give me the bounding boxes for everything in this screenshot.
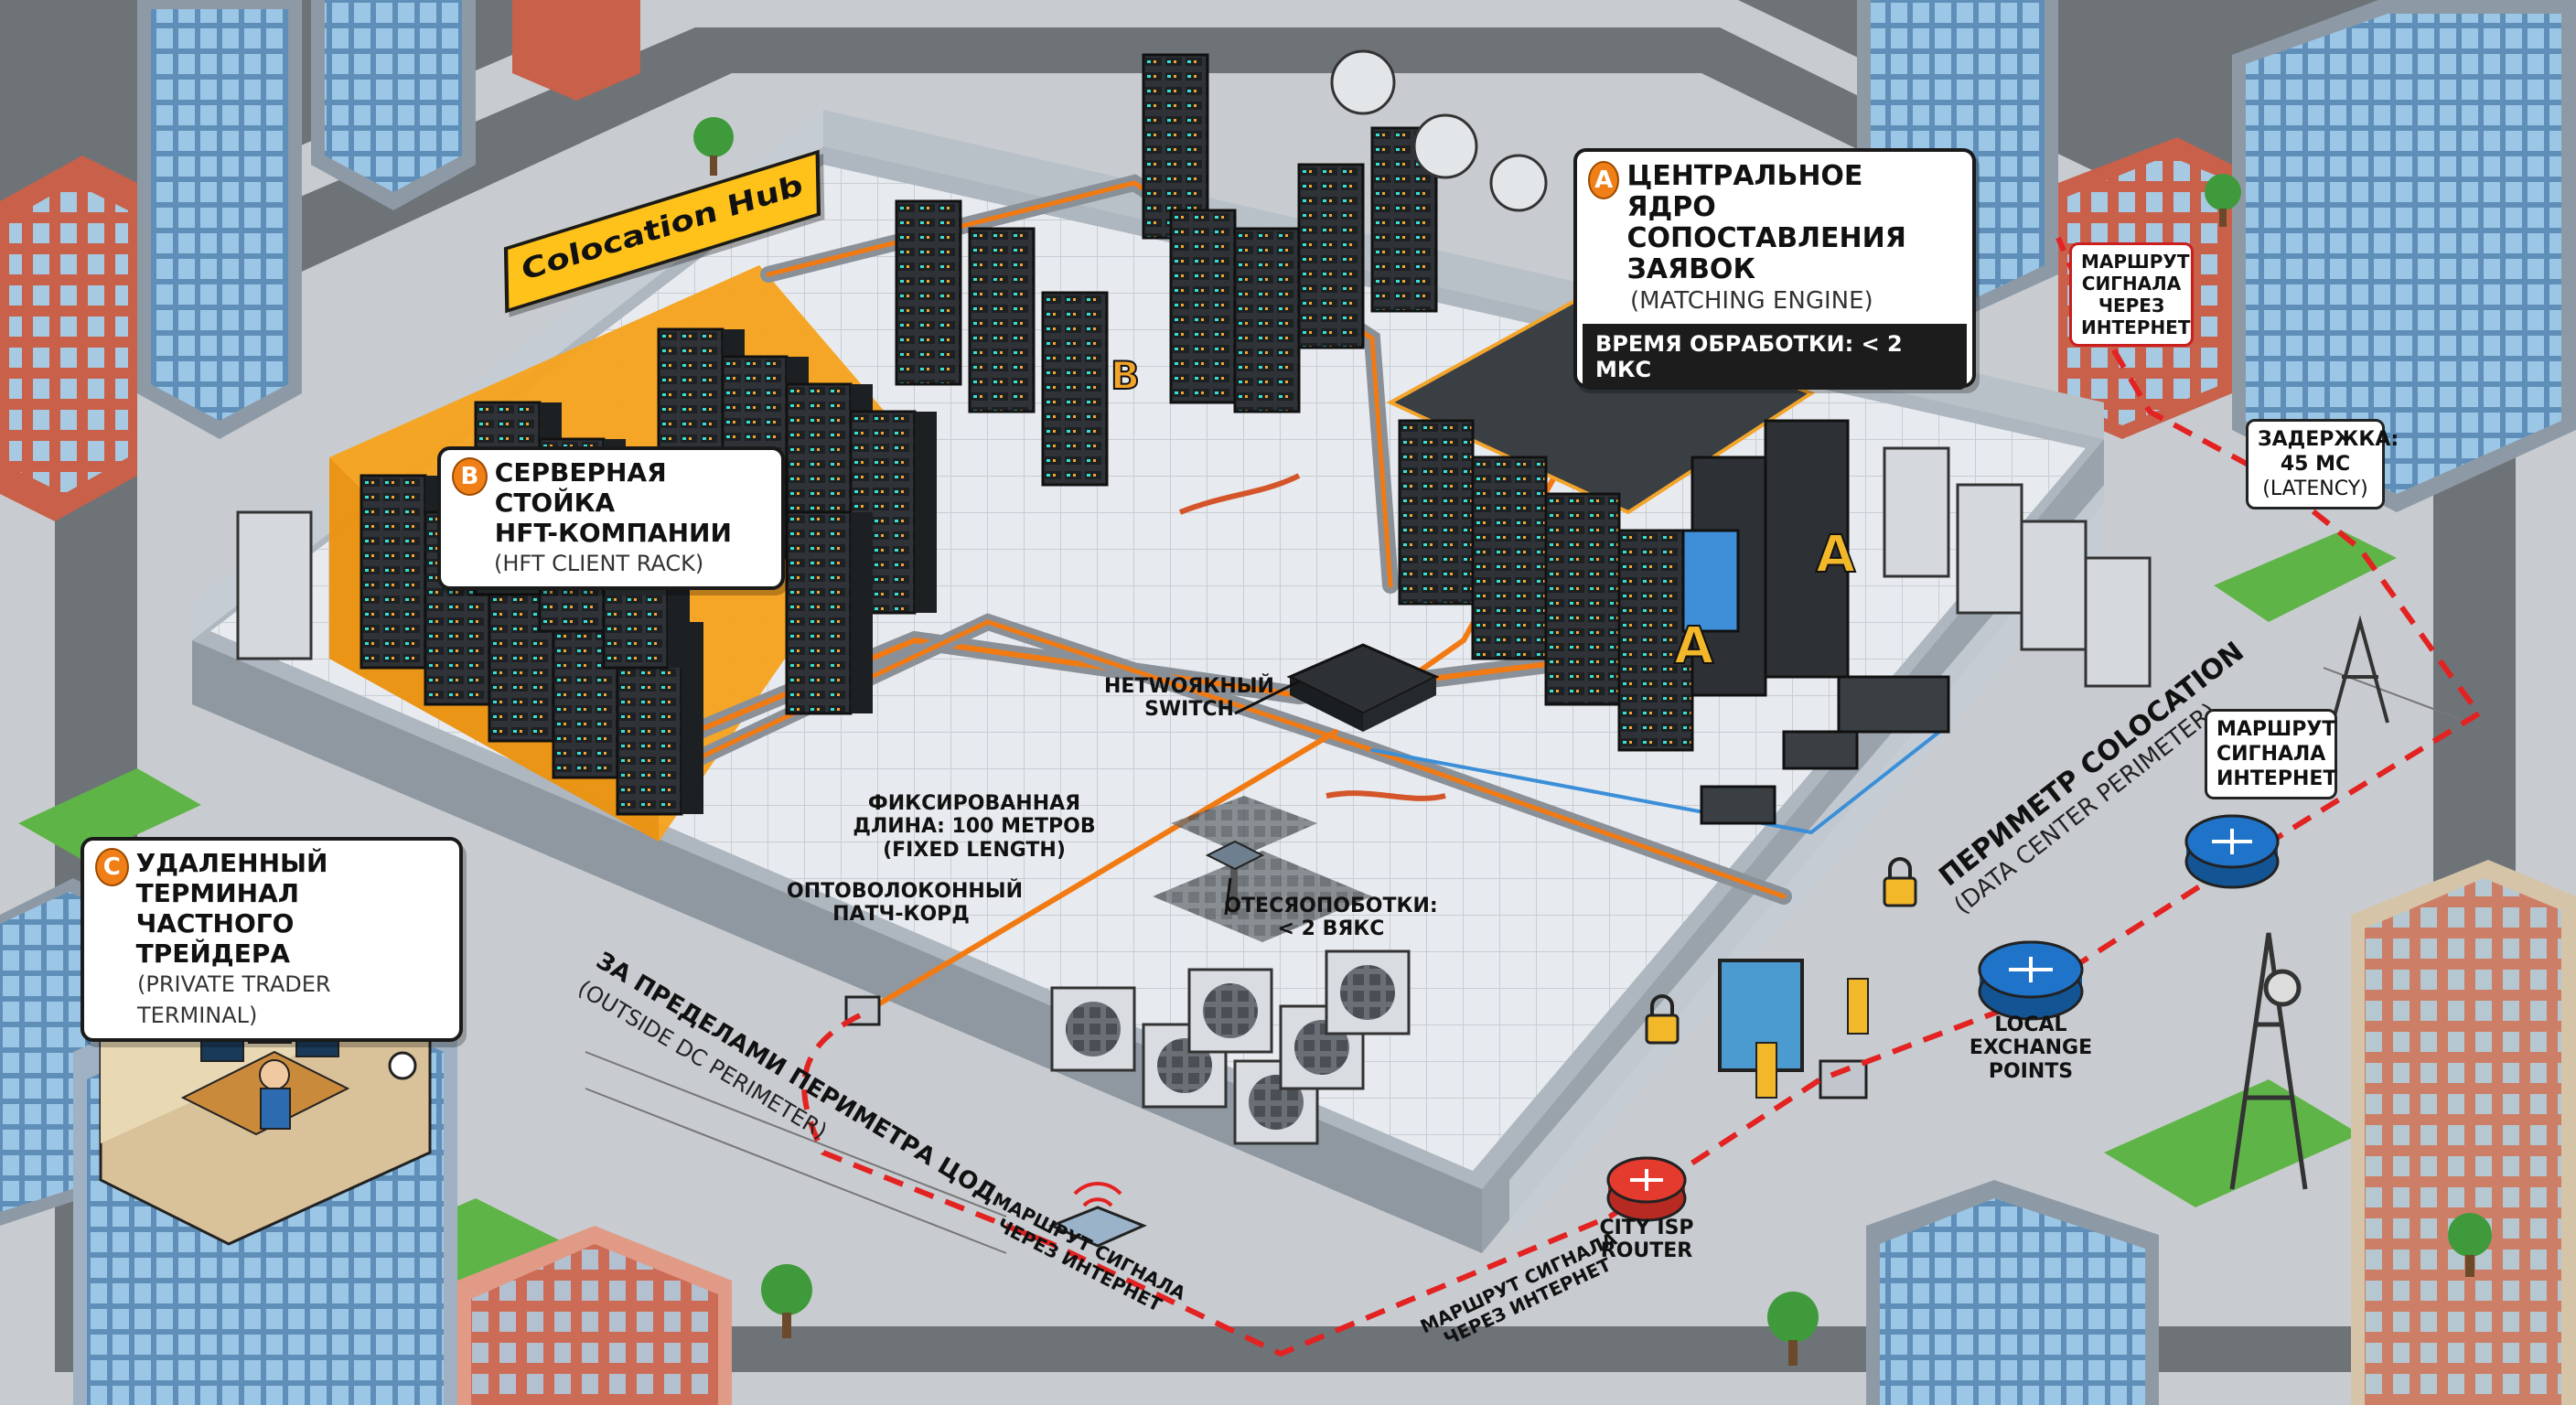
trader-person-icon xyxy=(259,1059,290,1090)
clock-icon xyxy=(388,1051,417,1080)
engine-label-a-1: A xyxy=(1674,617,1714,676)
local-exchange-router-icon xyxy=(1978,940,2084,1021)
engine-label-a-2: A xyxy=(1816,525,1856,585)
callout-c-subtitle: (PRIVATE TRADER TERMINAL) xyxy=(137,971,331,1028)
city-isp-router-icon xyxy=(1606,1156,1687,1222)
building-tower-top xyxy=(311,0,476,210)
fiber-patch-cord-label: ОПТОВОЛОКОННЫЙ ПАТЧ-КОРД xyxy=(787,880,1023,927)
callout-a-subtitle: (MATCHING ENGINE) xyxy=(1630,287,1873,315)
ac-fan-icon xyxy=(1412,113,1478,179)
latency-subtitle: (LATENCY) xyxy=(2262,477,2368,500)
open-rack-panel xyxy=(1681,529,1740,633)
callout-a-processing-time: ВРЕМЯ ОБРАБОТКИ: < 2 МКС xyxy=(1583,324,1967,390)
ac-fan-icon xyxy=(1489,154,1548,212)
tower-right-icon xyxy=(2331,615,2389,724)
callout-matching-engine: A ЦЕНТРАЛЬНОЕ ЯДРО СОПОСТАВЛЕНИЯ ЗАЯВОК … xyxy=(1573,148,1976,390)
callout-private-trader: C УДАЛЕННЫЙ ТЕРМИНАЛ ЧАСТНОГО ТРЕЙДЕРА (… xyxy=(80,837,463,1042)
padlock-icon xyxy=(1883,857,1917,907)
building-right-tall xyxy=(2232,0,2576,512)
route-right-text: МАРШРУТ СИГНАЛА ИНТЕРНЕТ xyxy=(2216,718,2337,790)
trees xyxy=(693,117,2492,1366)
building-bottom-center xyxy=(1866,1180,2159,1405)
inside-latency-label: ОТЕСЯОПОБОТКИ: < 2 ВЯКС xyxy=(1224,895,1438,941)
route-top-text: МАРШРУТ СИГНАЛА ЧЕРЕЗ ИНТЕРНЕТ xyxy=(2081,251,2191,338)
callout-a-title: ЦЕНТРАЛЬНОЕ ЯДРО СОПОСТАВЛЕНИЯ ЗАЯВОК xyxy=(1626,160,1906,285)
internet-router-icon xyxy=(2184,814,2280,889)
latency-title: ЗАДЕРЖКА: 45 МС xyxy=(2258,428,2399,476)
internet-route-path xyxy=(801,236,2484,1357)
callout-route-right: МАРШРУТ СИГНАЛА ИНТЕРНЕТ xyxy=(2205,709,2337,799)
callout-a-badge: A xyxy=(1588,161,1620,199)
junction-box-icon xyxy=(1819,1059,1868,1099)
patch-panel-icon xyxy=(1837,675,1950,734)
cell-tower-icon xyxy=(2229,932,2308,1190)
callout-b-subtitle: (HFT CLIENT RACK) xyxy=(494,551,704,576)
callout-latency: ЗАДЕРЖКА: 45 МС (LATENCY) xyxy=(2246,419,2399,509)
network-switch-label: НETWOЯКНЫЙ SWITCH xyxy=(1104,675,1274,722)
callout-c-title: УДАЛЕННЫЙ ТЕРМИНАЛ ЧАСТНОГО ТРЕЙДЕРА xyxy=(135,848,328,969)
fixed-length-label: ФИКСИРОВАННАЯ ДЛИНА: 100 МЕТРОВ (FIXED L… xyxy=(853,792,1096,862)
local-exchange-label: LOCAL EXCHANGE POINTS xyxy=(1969,1014,2093,1083)
equipment xyxy=(236,49,2152,1145)
callout-hft-rack: B СЕРВЕРНАЯ СТОЙКА HFT-КОМПАНИИ (HFT CLI… xyxy=(437,446,785,590)
chiller-units xyxy=(1050,949,1411,1145)
back-racks xyxy=(895,53,1438,487)
callout-c-badge: C xyxy=(95,848,129,886)
wifi-router-icon xyxy=(1048,1182,1147,1248)
ac-fan-icon xyxy=(1330,49,1396,115)
padlock-icon xyxy=(1645,994,1680,1045)
rack-label-b: B xyxy=(1111,353,1140,398)
building-top-left xyxy=(0,156,137,521)
building-tower-left xyxy=(137,0,302,439)
building-bottom-right xyxy=(2351,860,2576,1405)
callout-b-title: СЕРВЕРНАЯ СТОЙКА HFT-КОМПАНИИ xyxy=(494,457,732,548)
building-bottom-brick xyxy=(457,1226,732,1405)
building-top-mid xyxy=(512,0,640,101)
callout-route-top: МАРШРУТ СИГНАЛА ЧЕРЕЗ ИНТЕРНЕТ xyxy=(2069,242,2194,347)
callout-b-badge: B xyxy=(452,457,488,496)
city-isp-router-label: CITY ISP ROUTER xyxy=(1599,1217,1694,1263)
